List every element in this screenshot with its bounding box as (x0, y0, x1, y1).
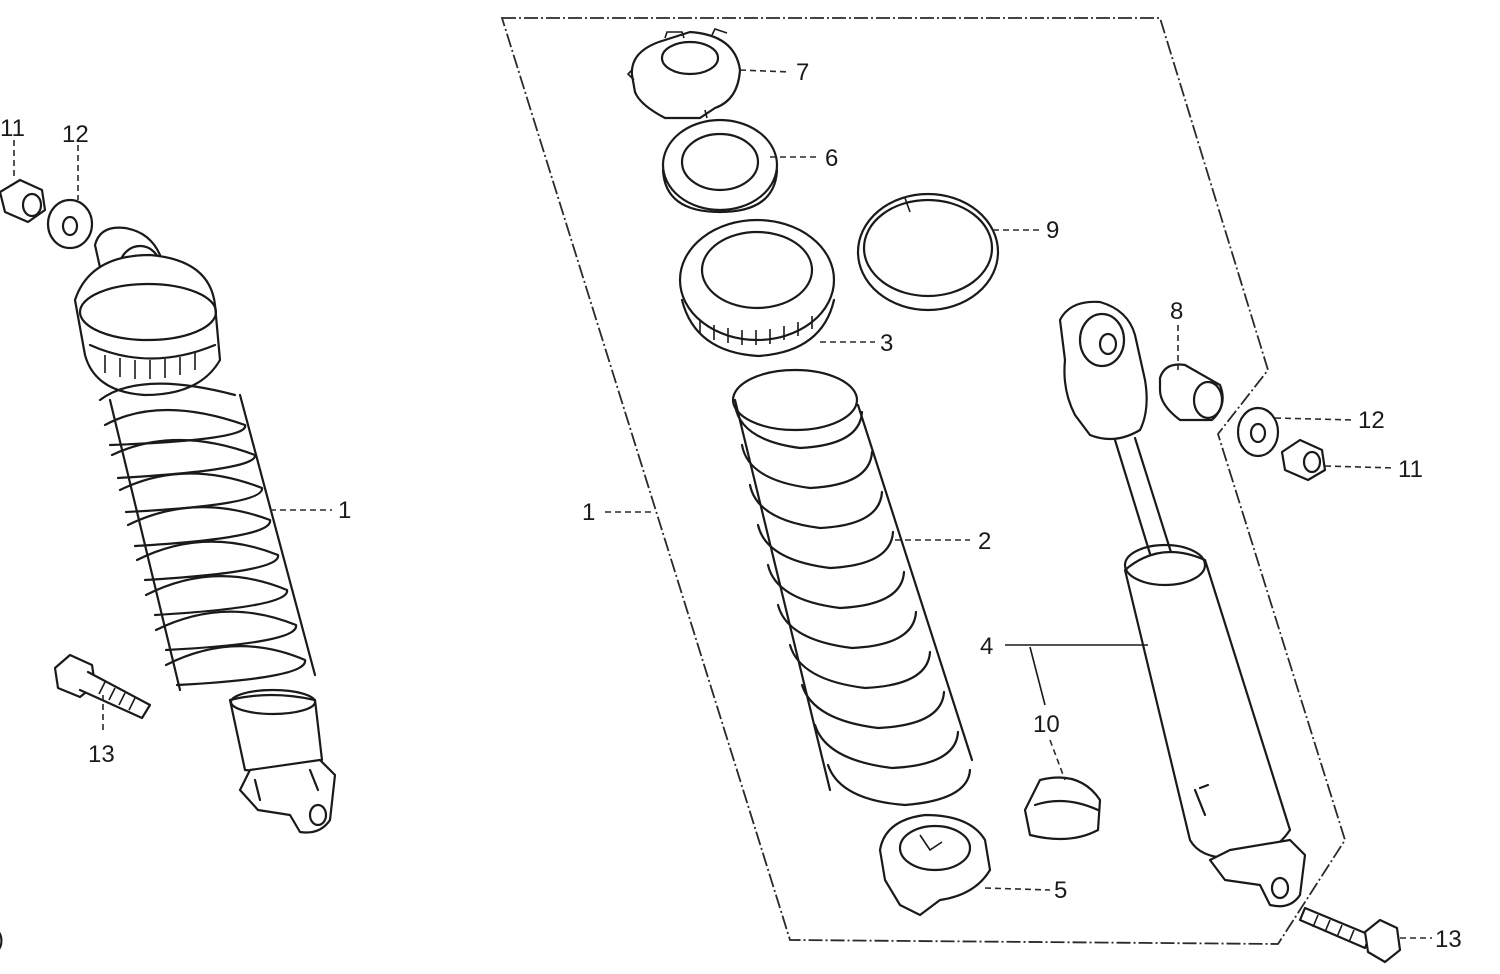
spring-adjuster (678, 218, 836, 358)
callout-12-right: 12 (1358, 407, 1385, 434)
upper-spring-collar (626, 28, 742, 120)
seat-ring (661, 118, 779, 214)
damper-unit (1058, 300, 1307, 908)
washer-right (1236, 406, 1280, 458)
lower-spring-collar (878, 813, 992, 917)
cap-nut-left (0, 178, 47, 224)
spring-band (856, 192, 1000, 312)
callout-12-left: 12 (62, 121, 89, 148)
lower-damper-body (228, 688, 337, 834)
callout-4: 4 (980, 633, 993, 660)
upper-spring-seat (73, 253, 222, 397)
callout-9: 9 (1046, 217, 1059, 244)
callout-labels: 11 12 1 13 1 7 6 9 3 8 12 11 2 4 10 5 13… (0, 59, 1462, 953)
callout-8: 8 (1170, 298, 1183, 325)
callout-3: 3 (880, 330, 893, 357)
cap-nut-right (1280, 438, 1327, 482)
coil-spring (731, 368, 974, 807)
callout-1-frame: 1 (582, 499, 595, 526)
coil-spring-assembled (98, 382, 317, 692)
callout-13-left: 13 (88, 741, 115, 768)
callout-11-right: 11 (1398, 456, 1423, 483)
callout-7: 7 (796, 59, 809, 86)
callout-11-left: 11 (0, 115, 25, 142)
leader-lines (13, 69, 1432, 939)
damper-clip (1023, 776, 1102, 841)
assembled-shock-absorber (0, 178, 337, 834)
callout-1-left: 1 (338, 497, 351, 524)
callout-6: 6 (825, 145, 838, 172)
callout-2: 2 (978, 528, 991, 555)
callout-10: 10 (1033, 711, 1060, 738)
exploded-view-frame (500, 17, 1346, 945)
mounting-bolt-left (53, 653, 152, 720)
washer-left (46, 198, 94, 250)
mount-bushing (1158, 363, 1224, 422)
edge-mark: ) (0, 926, 4, 953)
mounting-bolt-right (1298, 906, 1402, 964)
callout-5: 5 (1054, 877, 1067, 904)
callout-13-right: 13 (1435, 926, 1462, 953)
